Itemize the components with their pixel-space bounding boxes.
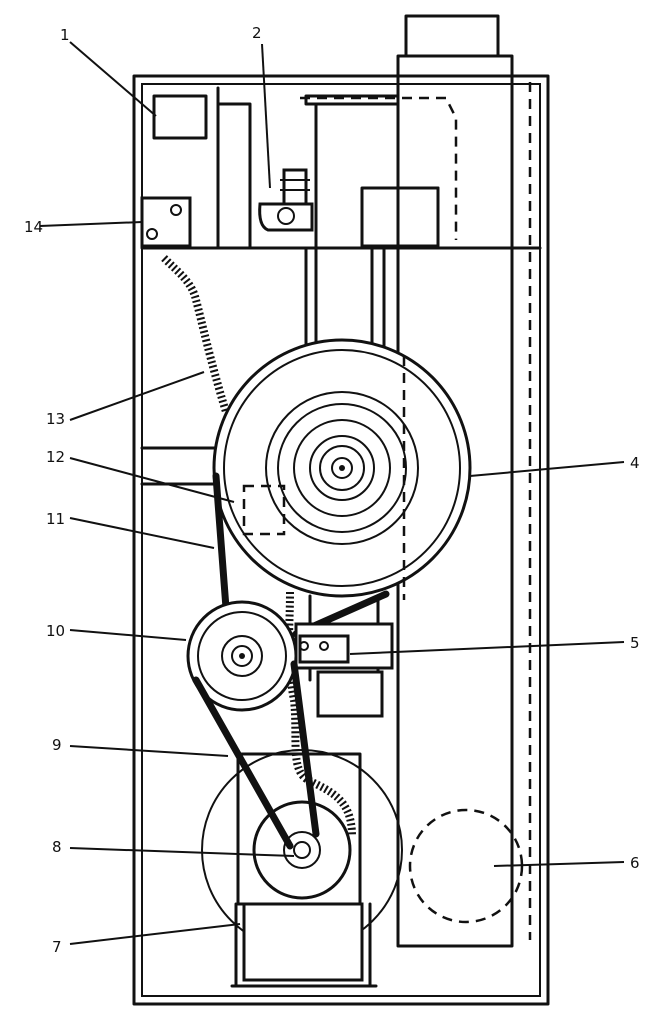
labels: 1 2 14 13 12 11 10 9 8 7 4 5 6 — [24, 24, 640, 956]
component-1-box — [152, 94, 208, 140]
component-5-bracket — [294, 622, 394, 718]
label-4: 4 — [630, 454, 640, 472]
motor-base-7 — [230, 902, 378, 988]
label-13: 13 — [46, 410, 65, 428]
large-wheel-4 — [212, 338, 472, 598]
label-1: 1 — [60, 26, 70, 44]
upper-compartment — [140, 86, 542, 250]
label-11: 11 — [46, 510, 65, 528]
component-14-bracket — [140, 196, 192, 248]
belt-lower-left — [192, 676, 294, 850]
label-7: 7 — [52, 938, 62, 956]
label-9: 9 — [52, 736, 62, 754]
label-2: 2 — [252, 24, 262, 42]
cabinet-frame — [132, 74, 550, 1006]
label-12: 12 — [46, 448, 65, 466]
leader-lines — [39, 41, 625, 945]
belt-lower-right — [290, 660, 320, 838]
label-8: 8 — [52, 838, 62, 856]
label-6: 6 — [630, 854, 640, 872]
component-2-clamp — [258, 168, 314, 232]
label-10: 10 — [46, 622, 65, 640]
component-12 — [242, 484, 286, 536]
pulley-10 — [186, 600, 298, 712]
label-14: 14 — [24, 218, 43, 236]
label-5: 5 — [630, 634, 640, 652]
chain-13 — [161, 255, 230, 414]
